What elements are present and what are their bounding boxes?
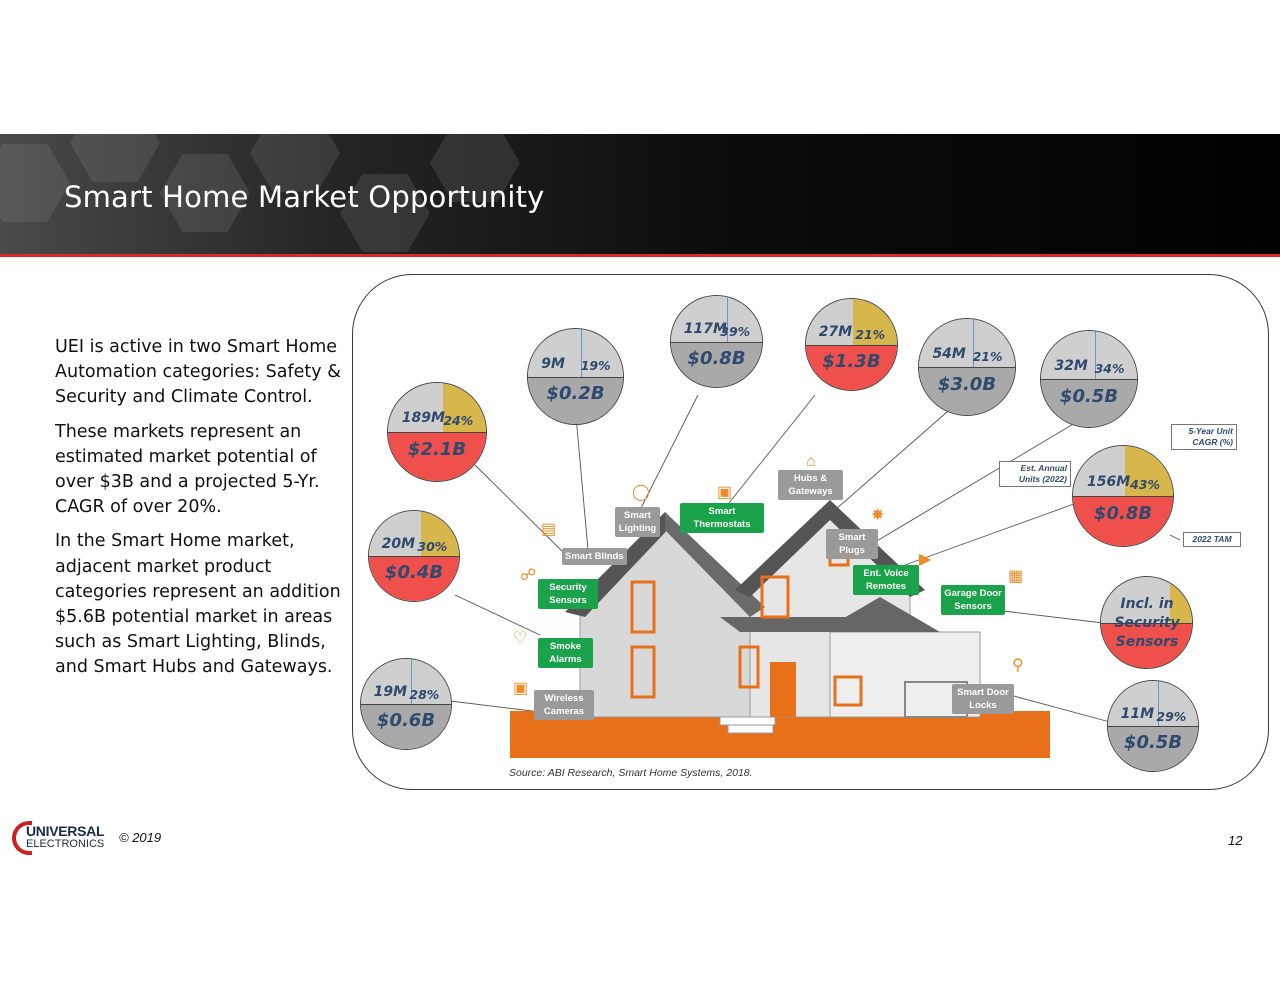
market-bubble: 11M 29% $0.5B — [1107, 680, 1199, 772]
bubble-tam: $0.2B — [546, 383, 605, 405]
bubble-units: 156M — [1087, 474, 1131, 490]
plug-icon: ✸ — [871, 507, 885, 524]
bubble-cagr: 34% — [1094, 360, 1125, 376]
bubble-cagr: 19% — [580, 358, 611, 374]
key-icon: ⚲ — [1012, 657, 1024, 674]
house-foundation — [510, 711, 1050, 758]
bubble-units: 19M — [373, 684, 408, 701]
copyright: © 2019 — [119, 830, 162, 845]
market-bubble: 9M 19% $0.2B — [527, 328, 624, 425]
company-logo-subtitle: ELECTRONICS — [26, 838, 105, 850]
tag-ent-voice-remotes: Ent. Voice Remotes — [853, 565, 919, 595]
company-logo-mark — [12, 821, 32, 855]
paragraph: UEI is active in two Smart Home Automati… — [55, 337, 341, 408]
bubble-tam: $0.8B — [1093, 503, 1153, 524]
bubble-units: 32M — [1054, 357, 1088, 374]
tag-smart-lighting: Smart Lighting — [615, 507, 660, 537]
home-hub-icon: ⌂ — [806, 453, 816, 470]
bubble-cagr: 24% — [443, 413, 474, 429]
tag-wireless-cameras: Wireless Cameras — [534, 690, 594, 720]
tag-smoke-alarms: Smoke Alarms — [538, 638, 593, 668]
bubble-tam: $0.4B — [384, 562, 444, 584]
tag-garage-door-sensors: Garage Door Sensors — [941, 585, 1005, 615]
tag-smart-blinds: Smart Blinds — [562, 548, 627, 565]
included-label: Incl. in — [1120, 596, 1174, 612]
legend-units-note: Est. Annual Units (2022) — [999, 461, 1071, 487]
header-rule — [0, 254, 1280, 257]
paragraph: In the Smart Home market, adjacent marke… — [55, 531, 341, 678]
company-logo: UNIVERSAL — [26, 823, 105, 839]
included-label: Security — [1114, 615, 1180, 631]
market-bubble: 19M 28% $0.6B — [360, 658, 452, 750]
bubble-cagr: 28% — [409, 686, 440, 702]
bubble-units: 189M — [401, 410, 445, 427]
bubble-units: 11M — [1120, 706, 1155, 723]
blinds-icon: ▤ — [541, 521, 557, 538]
intro-text: UEI is active in two Smart Home Automati… — [55, 335, 345, 690]
house-illustration — [565, 500, 981, 734]
remote-icon: ▶ — [919, 551, 932, 568]
bubble-units: 9M — [541, 355, 565, 372]
bubble-cagr: 21% — [972, 348, 1003, 364]
bubble-units: 54M — [932, 345, 966, 362]
paragraph: These markets represent an estimated mar… — [55, 421, 320, 518]
bubble-cagr: 21% — [855, 327, 886, 343]
bubble-tam: $1.3B — [822, 350, 881, 372]
bubble-tam: $3.0B — [937, 373, 997, 395]
tag-hubs-gateways: Hubs & Gateways — [778, 470, 843, 500]
bubble-tam: $0.8B — [687, 347, 746, 369]
lock-icon: ☍ — [520, 567, 537, 584]
bubble-cagr: 29% — [1156, 708, 1187, 724]
bubble-tam: $0.5B — [1059, 385, 1119, 407]
garage-icon: ▦ — [1008, 568, 1024, 585]
header-banner — [0, 134, 1280, 254]
market-bubble: 189M 24% $2.1B — [387, 382, 487, 482]
bubble-units: 27M — [818, 324, 853, 341]
tag-security-sensors: Security Sensors — [538, 579, 598, 609]
bubble-tam: $0.6B — [376, 710, 436, 732]
page-title: Smart Home Market Opportunity — [64, 180, 545, 214]
bubble-cagr: 30% — [417, 538, 448, 554]
market-bubble: 32M 34% $0.5B — [1040, 330, 1138, 428]
camera-icon: ▣ — [513, 680, 529, 697]
smoke-alarm-icon: ♡ — [513, 630, 528, 647]
market-bubble: 117M 39% $0.8B — [670, 295, 763, 388]
market-bubble: 54M 21% $3.0B — [918, 318, 1016, 416]
bubble-tam: $0.5B — [1123, 732, 1183, 754]
market-bubble: 156M 43% $0.8B — [1072, 445, 1174, 547]
thermostat-icon: ▣ — [717, 484, 733, 501]
page-number: 12 — [1228, 833, 1243, 848]
tag-smart-thermostats: Smart Thermostats — [680, 503, 764, 533]
bubble-cagr: 39% — [720, 324, 751, 340]
legend-cagr-note: 5-Year Unit CAGR (%) — [1171, 424, 1237, 450]
source-note: Source: ABI Research, Smart Home Systems… — [509, 767, 753, 779]
hexagon-decoration — [160, 154, 250, 232]
bubble-units: 117M — [683, 321, 727, 338]
hexagon-decoration — [340, 174, 430, 252]
bubble-units: 20M — [381, 536, 416, 553]
bubble-cagr: 43% — [1130, 477, 1160, 492]
lightbulb-icon: ◯ — [632, 484, 650, 501]
market-bubble: 20M 30% $0.4B — [368, 510, 460, 602]
tag-smart-plugs: Smart Plugs — [826, 529, 878, 559]
included-label: Sensors — [1115, 634, 1179, 650]
market-bubble-included — [1100, 576, 1193, 669]
legend-tam-note: 2022 TAM — [1183, 532, 1241, 547]
bubble-tam: $2.1B — [407, 438, 467, 460]
market-bubble: 27M 21% $1.3B — [805, 298, 898, 391]
tag-smart-door-locks: Smart Door Locks — [952, 684, 1014, 714]
